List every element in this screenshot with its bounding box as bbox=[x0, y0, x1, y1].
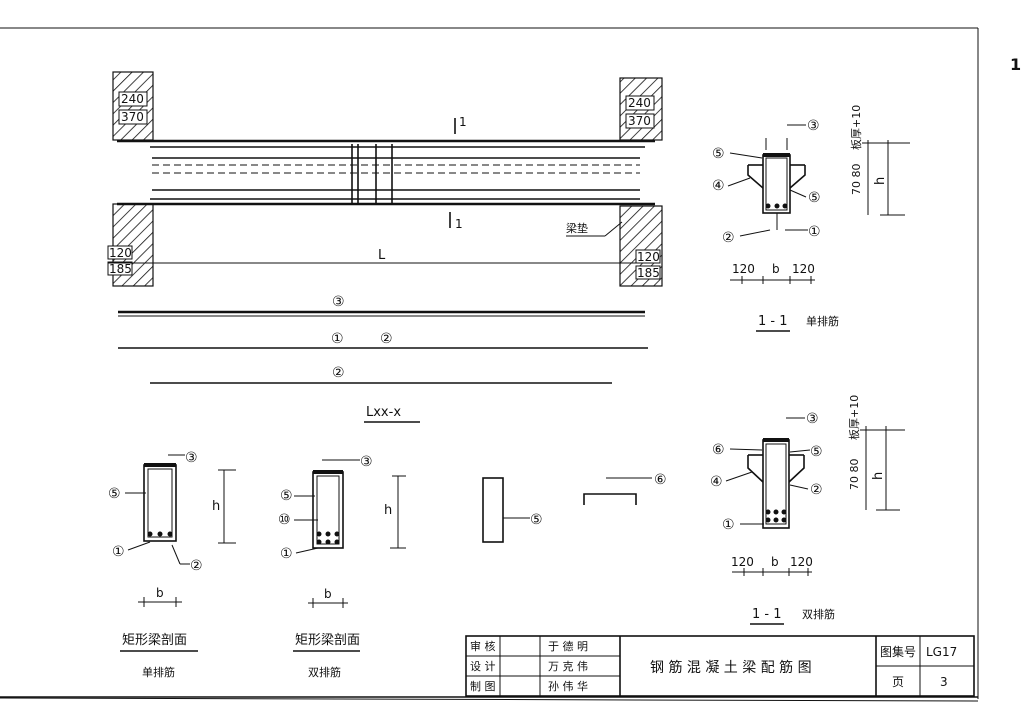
section-single-dim-side-note: 板厚+10 bbox=[849, 105, 863, 150]
section-double-caption-id: 1 - 1 bbox=[752, 607, 782, 622]
section-double-dim-side-note: 板厚+10 bbox=[847, 395, 861, 440]
rect-double-dim-b: b bbox=[324, 587, 332, 601]
rect-double-mark-10: ⑩ bbox=[278, 512, 291, 528]
bar2b-mark: ② bbox=[332, 365, 345, 381]
section-single-mark-1: ① bbox=[808, 224, 821, 240]
tb-page-label: 页 bbox=[892, 675, 904, 689]
rect-double-mark-5: ⑤ bbox=[280, 488, 293, 504]
rect-single-caption: 矩形梁剖面 bbox=[122, 633, 187, 648]
wall-left-bearing-top: 120 bbox=[109, 246, 132, 260]
rect-single-mark-5: ⑤ bbox=[108, 486, 121, 502]
support-note: 梁垫 bbox=[566, 221, 588, 235]
detail-bar6: ⑥ bbox=[583, 472, 667, 505]
page-marker: 1 bbox=[1010, 55, 1021, 74]
section-single-mark-5a: ⑤ bbox=[712, 146, 725, 162]
wall-left-thickness-top: 240 bbox=[121, 92, 144, 106]
section-mark-bottom: 1 bbox=[455, 217, 463, 231]
rect-single-sub-caption: 单排筋 bbox=[142, 665, 175, 679]
rect-single-mark-2: ② bbox=[190, 558, 203, 574]
section-double-mark-1: ① bbox=[722, 517, 735, 533]
beam-elevation: 240 370 120 185 240 370 120 185 bbox=[107, 71, 663, 423]
rect-double-mark-1: ① bbox=[280, 546, 293, 562]
section-double-caption-text: 双排筋 bbox=[802, 607, 835, 621]
section-single-dim-side: 70 80 bbox=[850, 164, 863, 196]
bar3-mark: ③ bbox=[332, 294, 345, 310]
section-single-mark-4: ④ bbox=[712, 178, 725, 194]
tb-row-label-1: 审 核 bbox=[470, 639, 496, 653]
tb-row-label-2: 设 计 bbox=[470, 660, 496, 673]
drawing-frame bbox=[0, 27, 979, 702]
wall-right: 240 370 120 185 bbox=[619, 77, 663, 287]
section-single-dim-left: 120 bbox=[732, 262, 755, 276]
wall-left-thickness-bottom: 370 bbox=[121, 110, 144, 124]
bar2-mark: ② bbox=[380, 331, 393, 347]
tb-page-value: 3 bbox=[940, 675, 948, 689]
wall-right-bearing-top: 120 bbox=[637, 250, 660, 264]
section-single-dim-b: b bbox=[772, 262, 780, 276]
tb-row-label-3: 制 图 bbox=[470, 680, 496, 693]
bar1-mark: ① bbox=[331, 331, 344, 347]
rect-double-dim-h: h bbox=[384, 503, 392, 518]
section-single-dim-h: h bbox=[873, 177, 888, 185]
elevation-caption: Lxx-x bbox=[366, 405, 401, 420]
detail-stirrup-mark: ⑤ bbox=[530, 512, 543, 528]
span-label: L bbox=[378, 248, 386, 263]
section-double-dim-side: 70 80 bbox=[848, 459, 861, 491]
rect-double-caption: 矩形梁剖面 bbox=[295, 633, 360, 648]
section-double-dim-h: h bbox=[871, 472, 886, 480]
section-double-dim-b: b bbox=[771, 555, 779, 569]
rect-single-mark-1: ① bbox=[112, 544, 125, 560]
title-block: 审 核 设 计 制 图 于 德 明 万 克 伟 孙 伟 华 钢 筋 混 凝 土 … bbox=[465, 635, 975, 697]
section-mark-top: 1 bbox=[459, 115, 467, 129]
rect-section-double: ③ ⑤ ⑩ ① h b 矩形梁剖面 双排筋 bbox=[278, 454, 406, 679]
detail-bar6-mark: ⑥ bbox=[654, 472, 667, 488]
section-double-dim-left: 120 bbox=[731, 555, 754, 569]
rect-double-sub-caption: 双排筋 bbox=[308, 665, 341, 679]
section-single-mark-5b: ⑤ bbox=[808, 190, 821, 206]
rect-single-dim-b: b bbox=[156, 586, 164, 600]
section-single-mark-2: ② bbox=[722, 230, 735, 246]
tb-signature-3: 孙 伟 华 bbox=[548, 679, 588, 693]
section-double-dim-right: 120 bbox=[790, 555, 813, 569]
wall-right-bearing-bottom: 185 bbox=[637, 266, 660, 280]
rect-section-single: ③ ⑤ ① ② h b 矩形梁剖面 单排筋 bbox=[108, 450, 236, 679]
tb-set-label: 图集号 bbox=[880, 644, 916, 659]
section-single-dim-right: 120 bbox=[792, 262, 815, 276]
rect-single-mark-3: ③ bbox=[185, 450, 198, 466]
rect-double-mark-3: ③ bbox=[360, 454, 373, 470]
wall-right-thickness-top: 240 bbox=[628, 96, 651, 110]
section-double-mark-2: ② bbox=[810, 482, 823, 498]
section-single-caption-text: 单排筋 bbox=[806, 314, 839, 328]
rect-single-dim-h: h bbox=[212, 499, 220, 514]
section-double-row: ③ ⑥ ⑤ ④ ② ① 120 b 120 70 80 板厚+10 h 1 - … bbox=[710, 395, 905, 625]
section-double-mark-4: ④ bbox=[710, 474, 723, 490]
section-double-mark-5: ⑤ bbox=[810, 444, 823, 460]
detail-stirrup: ⑤ bbox=[482, 477, 543, 543]
wall-right-thickness-bottom: 370 bbox=[628, 114, 651, 128]
section-single-mark-3: ③ bbox=[807, 118, 820, 134]
section-single-caption-id: 1 - 1 bbox=[758, 314, 788, 329]
section-single-row: ③ ⑤ ④ ⑤ ② ① 120 b 120 70 80 板厚+10 h 1 - … bbox=[712, 105, 910, 332]
section-double-mark-6: ⑥ bbox=[712, 442, 725, 458]
tb-signature-2: 万 克 伟 bbox=[548, 660, 588, 673]
tb-title: 钢 筋 混 凝 土 梁 配 筋 图 bbox=[650, 659, 812, 676]
wall-left-bearing-bottom: 185 bbox=[109, 262, 132, 276]
tb-set-value: LG17 bbox=[926, 645, 957, 659]
wall-left: 240 370 120 185 bbox=[107, 71, 154, 287]
tb-signature-1: 于 德 明 bbox=[548, 639, 588, 653]
section-double-mark-3: ③ bbox=[806, 411, 819, 427]
